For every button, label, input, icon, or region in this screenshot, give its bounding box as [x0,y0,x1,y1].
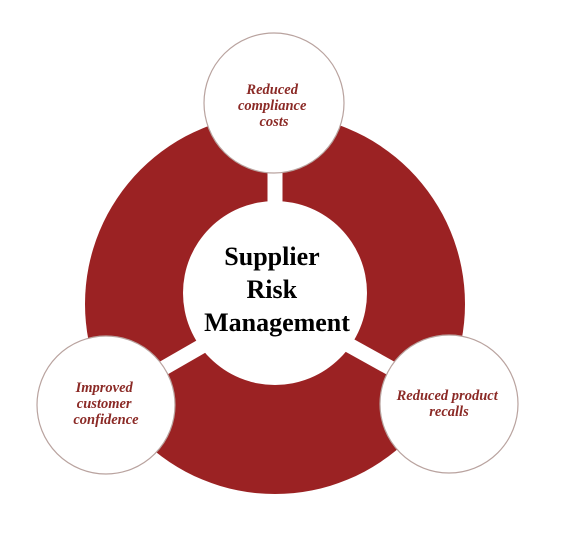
node-right-circle [379,334,519,474]
node-top-circle [203,32,345,174]
node-left: Improved customer confidence [36,335,176,475]
node-right-line-1: Reduced product [396,388,499,404]
node-top-line-3: costs [260,114,289,130]
node-left-line-1: Improved [75,380,134,396]
node-left-label: Improved customer confidence [73,380,139,428]
node-left-line-3: confidence [73,412,139,428]
node-top-label: Reduced compliance costs [238,82,310,130]
center-title-line-2: Risk [246,275,297,304]
node-top-line-2: compliance [238,98,307,114]
node-left-line-2: customer [77,396,132,412]
node-right-label: Reduced product recalls [396,388,502,420]
node-left-circle [36,335,176,475]
node-top-line-1: Reduced [245,82,298,98]
center-title: Supplier Risk Management [204,242,350,337]
center-title-line-1: Supplier [224,242,319,271]
center-hub [183,201,367,385]
node-top: Reduced compliance costs [203,32,345,174]
node-right: Reduced product recalls [379,334,519,474]
node-right-line-2: recalls [429,404,469,420]
center-title-line-3: Management [204,308,350,337]
